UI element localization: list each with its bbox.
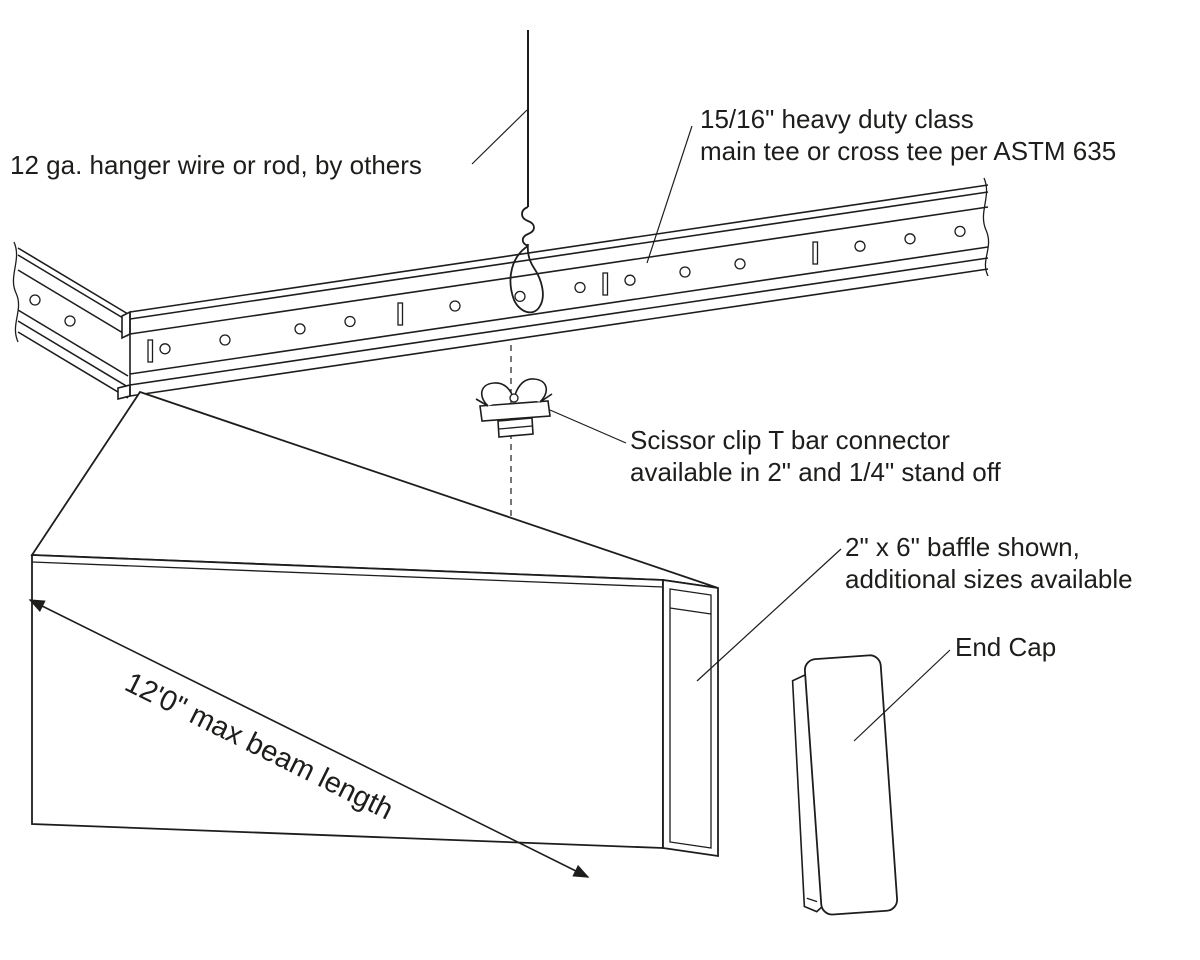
main-tee-top-edge [129,184,989,313]
label-hanger-wire: 12 ga. hanger wire or rod, by others [10,150,422,180]
leader-hanger-wire [471,109,528,165]
scissor-clip-pad-line [498,425,533,430]
labels: 12 ga. hanger wire or rod, by others 15/… [10,104,1133,742]
scissor-clip-bolt [509,393,519,403]
cross-tee-bulb-top [17,254,129,322]
main-tee-end-flange [117,383,131,401]
main-tee-holes [159,225,966,355]
leader-end-cap [853,649,951,742]
cross-tee-break-line [12,241,20,343]
cross-tee-flange-bottom [17,331,129,399]
scissor-clip-right-arm [514,378,547,403]
cross-tee-bulb-bottom [17,269,129,337]
leader-main-tee [646,125,693,264]
scissor-clip-left-arm [481,382,514,407]
end-cap-flange-fold [806,897,818,903]
end-cap-body [804,654,898,916]
main-tee-flange-top [129,246,989,375]
label-clip-line2: available in 2" and 1/4" stand off [630,457,1001,487]
baffle-end-return-lip [669,607,712,615]
scissor-clip-left-tip [475,398,489,407]
label-clip-line1: Scissor clip T bar connector [630,425,950,455]
leader-scissor-clip [549,409,627,444]
scissor-clip-base [479,400,551,422]
label-end-cap: End Cap [955,632,1056,662]
scissor-clip-right-tip [539,393,553,403]
baffle-top-hem [31,561,664,588]
cross-tee [12,241,129,399]
end-cap-flange [791,674,823,913]
main-tee-end-bulb [121,310,131,340]
main-tee-break-line [982,177,990,277]
label-baffle-line1: 2" x 6" baffle shown, [845,532,1080,562]
cross-tee-top-edge [17,247,129,315]
dimension-arrow [28,599,590,878]
end-cap [791,654,898,916]
cross-tee-flange-top [17,309,129,377]
cross-tee-flange-front [17,320,129,388]
leader-baffle [696,548,842,682]
cross-tee-hole [29,294,41,306]
cross-tee-hole [64,315,76,327]
main-tee-flange-bottom [129,268,989,397]
main-tee [117,177,990,401]
hanger-wire [509,30,544,314]
hanger-wire-loop [509,243,544,314]
main-tee-bulb-top [129,191,989,320]
main-tee-bulb-bottom [129,206,989,335]
scissor-clip [475,378,553,438]
main-tee-slots [147,241,819,363]
label-tee-line2: main tee or cross tee per ASTM 635 [700,136,1116,166]
hanger-wire-twist [521,206,535,247]
main-tee-silhouette [130,185,988,396]
main-tee-flange-front [129,257,989,386]
baffle-end-inner [669,588,712,849]
label-tee-line1: 15/16" heavy duty class [700,104,974,134]
label-baffle-line2: additional sizes available [845,564,1133,594]
baffle-end-face [662,578,719,858]
